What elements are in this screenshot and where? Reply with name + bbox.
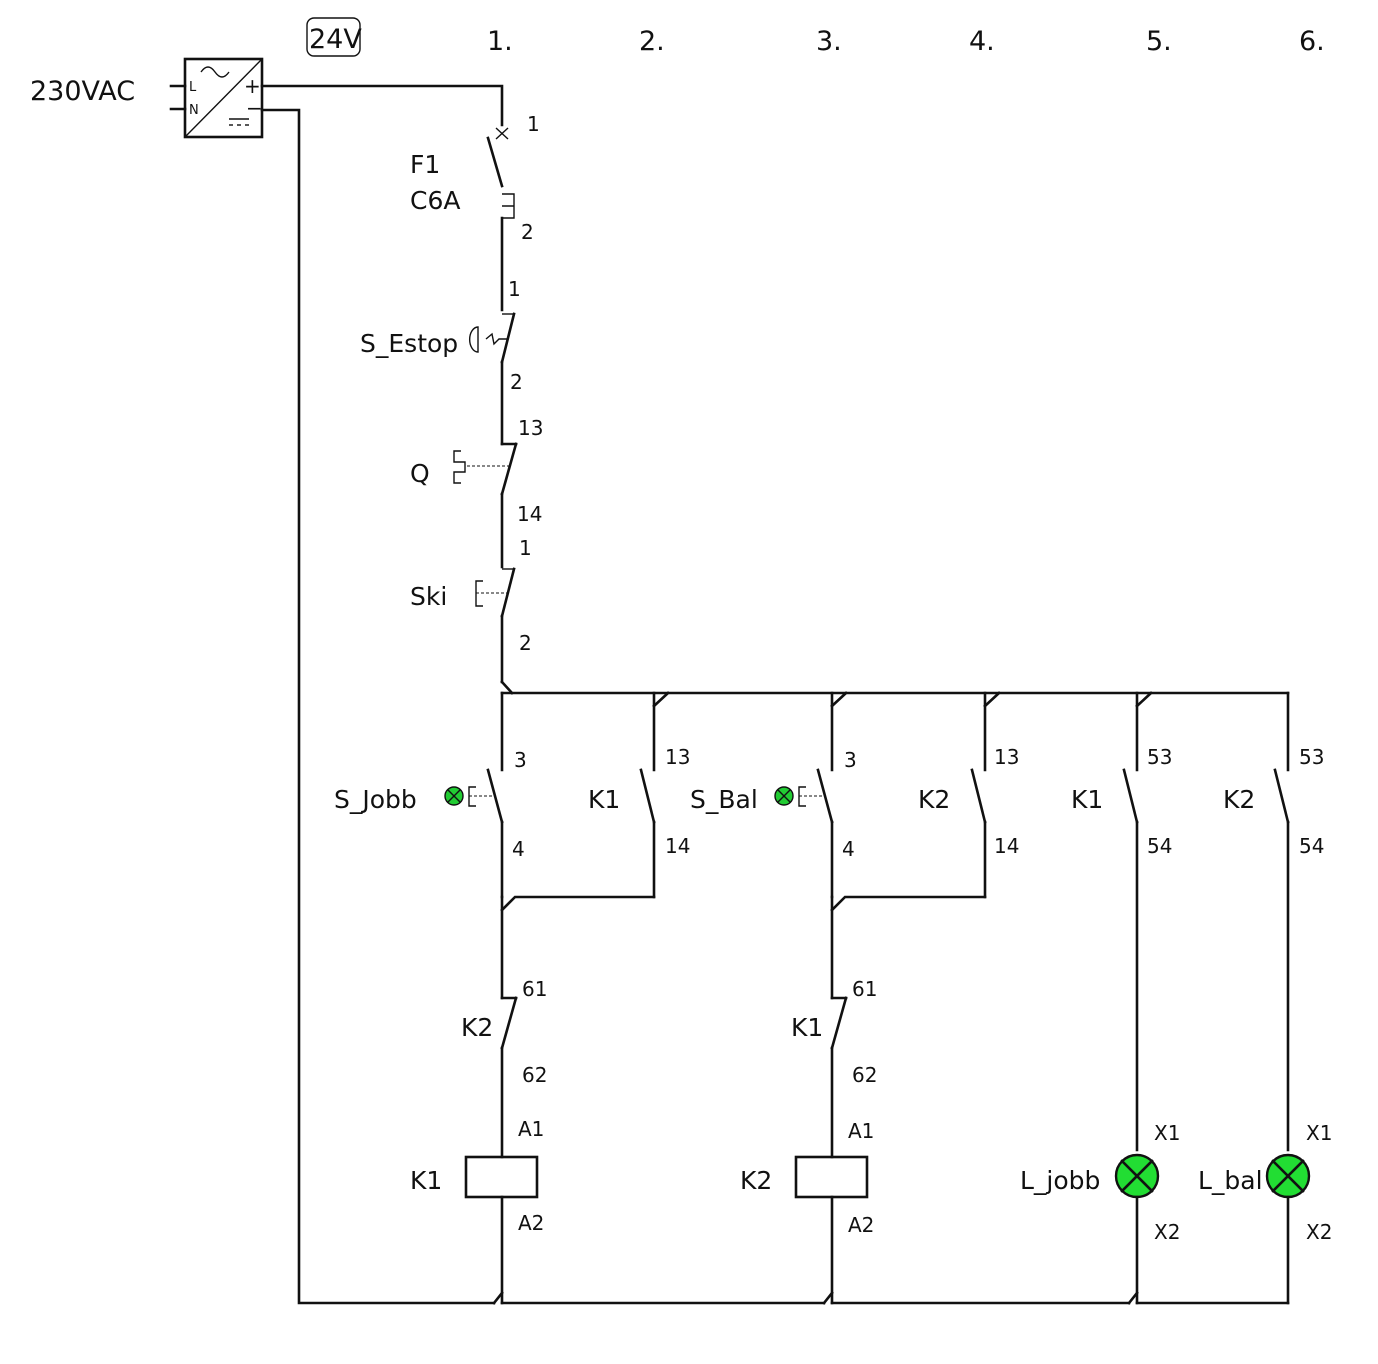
supply-input-label: 230VAC [30,76,135,107]
q-pin-top: 13 [518,416,543,440]
k1-lamp-name: K1 [1071,785,1103,814]
s-bal-pin-bottom: 4 [842,837,855,861]
k1-hold-pin-top: 13 [665,745,690,769]
k1-lamp-contact-symbol [1122,768,1139,1152]
k2-interlock-pin-bottom: 62 [522,1063,547,1087]
l-bal-pin-bottom: X2 [1306,1220,1332,1244]
k2-hold-pin-top: 13 [994,745,1019,769]
k1-hold-name: K1 [588,785,620,814]
l-jobb-pin-top: X1 [1154,1121,1180,1145]
k2-lamp-contact-symbol [1273,768,1290,1152]
supply-terminal-n: N [189,103,199,118]
k2-coil-name: K2 [740,1166,772,1195]
column-number-6: 6. [1299,26,1325,57]
f1-pin-bottom: 2 [521,220,534,244]
k2-coil-pin-top: A1 [848,1119,874,1143]
s-bal-name: S_Bal [690,785,758,814]
k2-interlock-contact-symbol [500,895,518,1159]
ski-pin-bottom: 2 [519,631,532,655]
supply-terminal-minus: − [246,96,263,120]
s-bal-pin-top: 3 [844,748,857,772]
k2-hold-contact-symbol [830,768,987,912]
ski-contact-symbol [475,567,516,695]
f1-name: F1 [410,150,440,179]
s-jobb-name: S_Jobb [334,785,417,814]
supply-terminal-l: L [189,80,197,95]
k1-coil-name: K1 [410,1166,442,1195]
wire-negative-rail [260,108,496,1305]
column-number-2: 2. [639,26,665,57]
q-contact-symbol [453,442,518,569]
s-jobb-button-icon [444,786,464,806]
k1-interlock-contact-symbol [830,895,848,1159]
f1-breaker-symbol [486,127,515,312]
s-jobb-pin-bottom: 4 [512,837,525,861]
f1-rating: C6A [410,186,460,215]
column-number-5: 5. [1146,26,1172,57]
k2-lamp-pin-top: 53 [1299,745,1324,769]
column-number-3: 3. [816,26,842,57]
k2-lamp-pin-bottom: 54 [1299,834,1324,858]
s-bal-contact-symbol [798,768,834,899]
ski-name: Ski [410,582,447,611]
supply-terminal-plus: + [244,74,261,98]
k2-interlock-pin-top: 61 [522,977,547,1001]
k1-interlock-pin-bottom: 62 [852,1063,877,1087]
k1-hold-pin-bottom: 14 [665,834,690,858]
s-bal-button-icon [774,786,794,806]
estop-pin-top: 1 [508,277,521,301]
k2-hold-name: K2 [918,785,950,814]
l-jobb-pin-bottom: X2 [1154,1220,1180,1244]
k1-lamp-pin-top: 53 [1147,745,1172,769]
k1-coil-symbol [464,1155,539,1199]
supply-output-label: 24V [309,24,362,55]
k1-hold-contact-symbol [500,768,656,912]
l-bal-pin-top: X1 [1306,1121,1332,1145]
s-jobb-contact-symbol [468,768,504,899]
column-number-4: 4. [969,26,995,57]
k1-interlock-pin-top: 61 [852,977,877,1001]
l-jobb-lamp-icon [1114,1153,1160,1199]
wire-bottom-bus [492,1291,1290,1305]
k1-coil-pin-bottom: A2 [518,1211,544,1235]
power-supply: L N + − [169,57,264,139]
voltage-badge [306,17,361,57]
estop-name: S_Estop [360,329,458,358]
l-bal-name: L_bal [1198,1166,1263,1195]
estop-pin-bottom: 2 [510,370,523,394]
k1-lamp-pin-bottom: 54 [1147,834,1172,858]
k2-interlock-name: K2 [461,1013,493,1042]
l-jobb-name: L_jobb [1020,1166,1100,1195]
s-jobb-pin-top: 3 [514,748,527,772]
wire-positive-rail [260,84,504,127]
ski-pin-top: 1 [519,536,532,560]
k2-hold-pin-bottom: 14 [994,834,1019,858]
estop-contact-symbol [468,312,516,446]
q-name: Q [410,459,430,488]
column-number-1: 1. [487,26,513,57]
k2-coil-pin-bottom: A2 [848,1213,874,1237]
k1-coil-pin-top: A1 [518,1117,544,1141]
k2-lamp-name: K2 [1223,785,1255,814]
l-bal-lamp-icon [1265,1153,1311,1199]
k2-coil-symbol [794,1155,869,1199]
k1-interlock-name: K1 [791,1013,823,1042]
f1-pin-top: 1 [527,112,540,136]
q-pin-bottom: 14 [517,502,542,526]
